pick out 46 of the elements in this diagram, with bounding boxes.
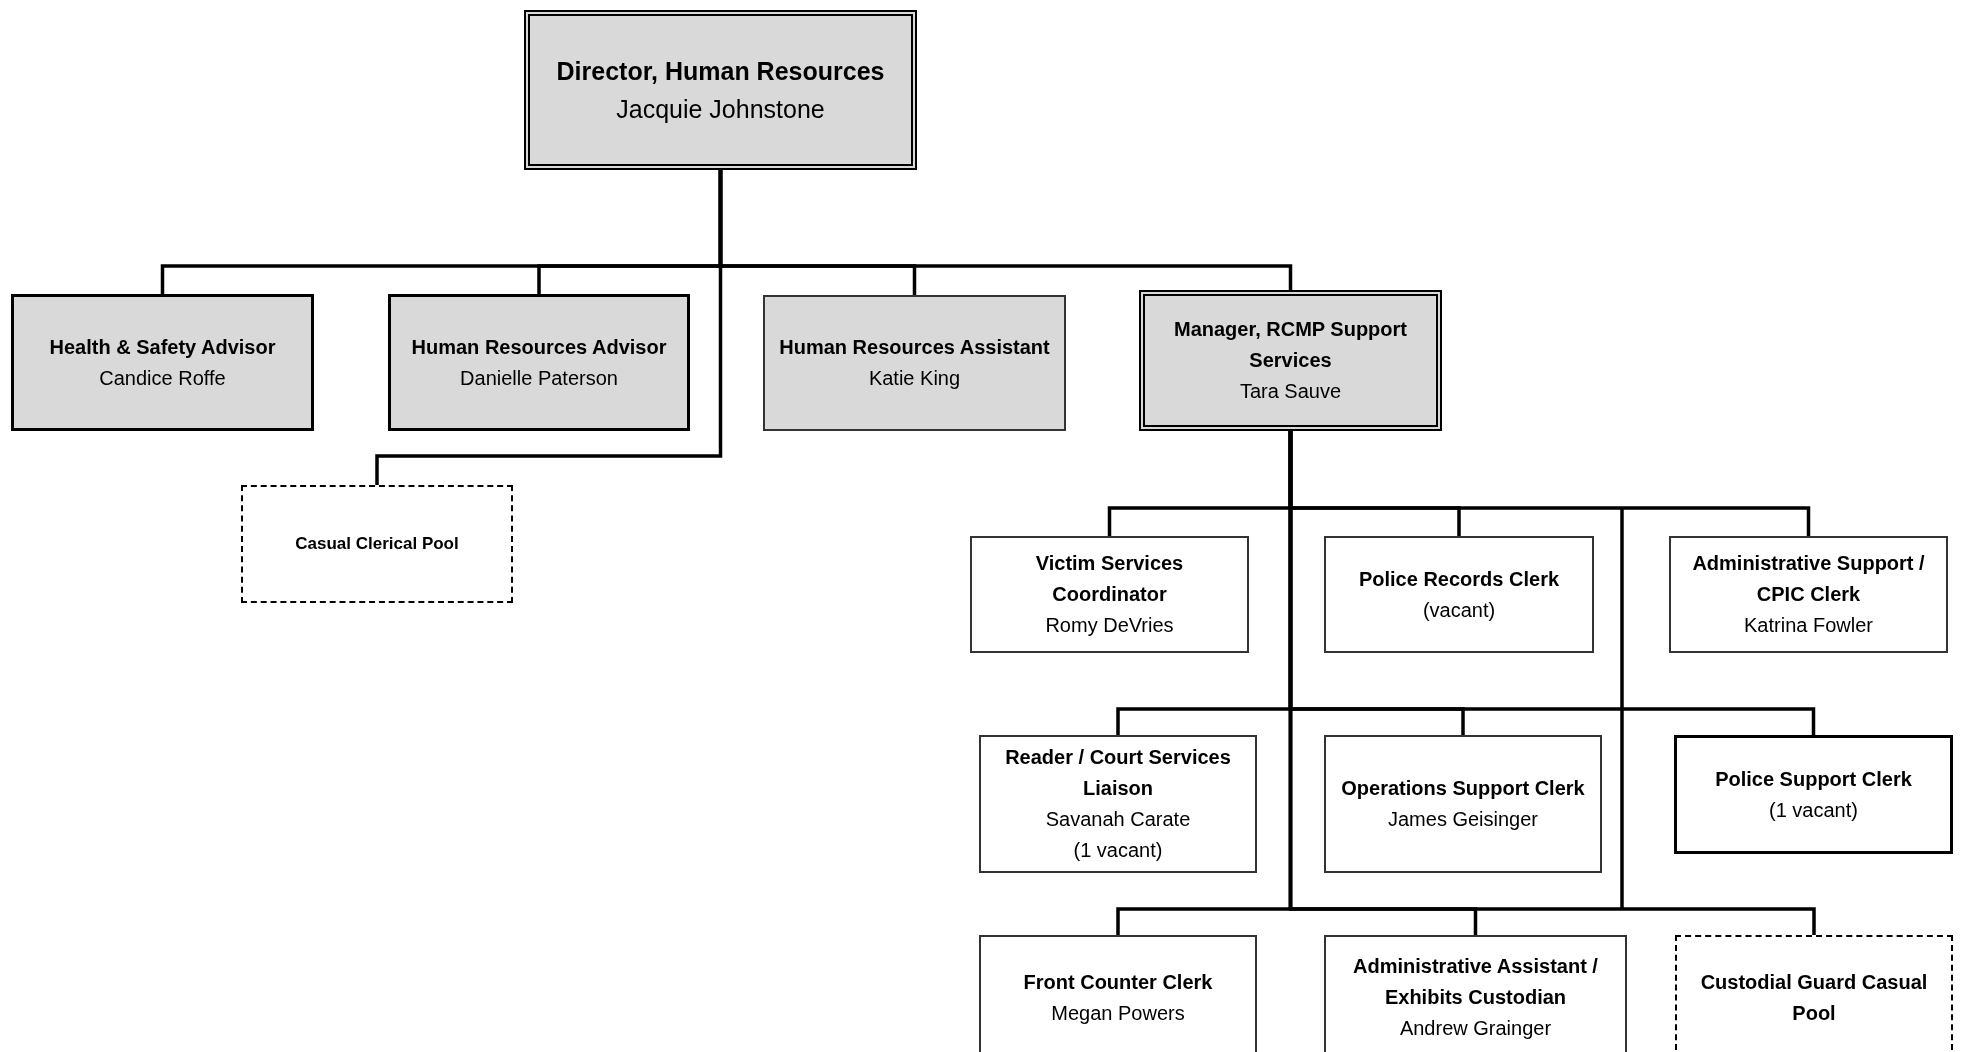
connector-line [375, 170, 723, 485]
position-holder: James Geisinger [1387, 807, 1539, 832]
position-holder: Jacquie Johnstone [616, 94, 825, 125]
position-box [979, 935, 1257, 1052]
position-title: Administrative Support / CPIC Clerk [1691, 551, 1926, 607]
position-holder: Candice Roffe [99, 365, 226, 391]
position-title: Casual Clerical Pool [295, 533, 459, 555]
position-box [1674, 735, 1953, 854]
position-title: Front Counter Clerk [1023, 969, 1213, 995]
position-title: Administrative Assistant / Exhibits Custodian [1352, 954, 1599, 1010]
position-box [763, 295, 1066, 431]
position-holder: Tara Sauve [1239, 379, 1342, 404]
position-box [1324, 935, 1627, 1052]
position-title: Operations Support Clerk [1341, 776, 1585, 801]
position-title: Manager, RCMP Support Services [1173, 317, 1408, 373]
position-holder: Andrew Grainger [1399, 1016, 1552, 1041]
position-box [979, 735, 1257, 873]
position-title: Director, Human Resources [556, 56, 885, 87]
position-holder: Katie King [868, 366, 961, 391]
dashed-position-box [241, 485, 513, 603]
connector-line [1288, 431, 1816, 935]
position-box [1139, 290, 1442, 431]
position-holder: (1 vacant) [1073, 838, 1163, 863]
position-title: Police Records Clerk [1358, 566, 1560, 592]
position-title: Health & Safety Advisor [49, 334, 276, 360]
position-box [1324, 735, 1602, 873]
position-title: Custodial Guard Casual Pool [1699, 969, 1929, 1026]
dashed-position-box [1675, 935, 1953, 1052]
position-box [1324, 536, 1594, 653]
position-holder: (1 vacant) [1769, 797, 1858, 823]
position-holder: Danielle Paterson [460, 365, 618, 391]
position-box [1669, 536, 1948, 653]
position-box [524, 10, 917, 170]
position-holder: (vacant) [1422, 597, 1496, 623]
position-box [11, 294, 314, 431]
position-box [388, 294, 690, 431]
position-holder: Megan Powers [1051, 1000, 1185, 1026]
position-box [970, 536, 1249, 653]
position-holder: Romy DeVries [1045, 613, 1174, 638]
position-title: Reader / Court Services Liaison [1004, 745, 1232, 801]
position-holder: Katrina Fowler [1744, 613, 1873, 638]
position-title: Human Resources Assistant [779, 335, 1050, 360]
position-title: Victim Services Coordinator [1034, 551, 1185, 607]
position-title: Police Support Clerk [1715, 766, 1912, 792]
position-title: Human Resources Advisor [411, 334, 667, 360]
position-holder: Savanah Carate [1045, 807, 1191, 832]
